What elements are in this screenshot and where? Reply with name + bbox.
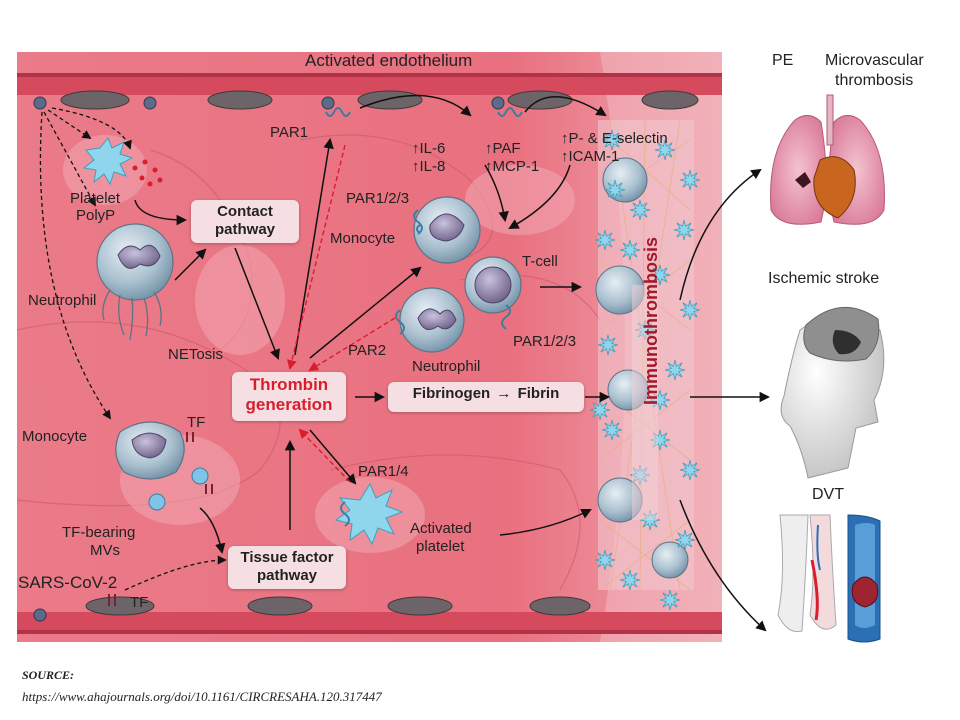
top-wall-edge bbox=[17, 73, 722, 77]
bottom-wall-edge bbox=[17, 630, 722, 634]
label-par1: PAR1 bbox=[270, 124, 309, 141]
neutrophil-mid-art bbox=[395, 287, 465, 353]
source-url[interactable]: https://www.ahajournals.org/doi/10.1161/… bbox=[22, 689, 382, 704]
monocyte-top-art bbox=[413, 196, 481, 264]
label-platelet-polyp-2: PolyP bbox=[76, 207, 116, 224]
endothelial-nuclei bbox=[60, 90, 699, 616]
clot-platelet bbox=[601, 419, 623, 441]
clot-platelet bbox=[664, 359, 686, 381]
clot-platelet bbox=[619, 569, 641, 591]
clot-platelet bbox=[619, 239, 641, 261]
label-par123-top: PAR1/2/3 bbox=[346, 190, 410, 207]
contact-pathway-box: Contact pathway bbox=[191, 200, 299, 243]
label-il6: ↑IL-6 bbox=[412, 140, 446, 157]
label-microvascular-2: thrombosis bbox=[835, 72, 914, 89]
clot-platelet bbox=[679, 299, 701, 321]
clot-platelet bbox=[679, 459, 701, 481]
red-dashed-arrows bbox=[287, 144, 396, 483]
thrombin-generation-box: Thrombin generation bbox=[232, 372, 346, 421]
receptor-squiggles bbox=[325, 107, 523, 234]
tissue-factor-line2: pathway bbox=[256, 567, 317, 584]
tissue-factor-line1: Tissue factor bbox=[240, 549, 334, 566]
clot-platelet bbox=[597, 334, 619, 356]
clot-platelet bbox=[659, 589, 681, 611]
label-platelet-polyp-1: Platelet bbox=[70, 190, 121, 207]
label-neutrophil-mid: Neutrophil bbox=[412, 358, 481, 375]
label-activated-platelet-1: Activated bbox=[410, 520, 472, 537]
label-microvascular-1: Microvascular bbox=[825, 52, 924, 69]
monocyte-left-art bbox=[115, 421, 194, 480]
label-fibrin: Fibrin bbox=[517, 385, 560, 402]
clot-platelet bbox=[679, 169, 701, 191]
label-dvt: DVT bbox=[812, 486, 844, 503]
clot bbox=[589, 119, 701, 611]
tissue-factor-box: Tissue factor pathway bbox=[228, 546, 346, 589]
label-activated-platelet-2: platelet bbox=[416, 538, 465, 555]
fibrinogen-fibrin-box: Fibrinogen → Fibrin bbox=[388, 382, 584, 412]
platelet-polyp-art bbox=[82, 137, 163, 187]
label-monocyte-left: Monocyte bbox=[22, 428, 88, 445]
clot-platelet bbox=[674, 529, 696, 551]
label-tf-mvs-2: MVs bbox=[90, 542, 120, 559]
source-bg bbox=[17, 645, 722, 715]
label-sars: SARS-CoV-2 bbox=[18, 573, 118, 592]
clot-platelet bbox=[589, 399, 611, 421]
clot-platelet bbox=[594, 549, 616, 571]
thrombin-line1: Thrombin bbox=[249, 375, 329, 394]
top-wall bbox=[17, 73, 722, 95]
label-par14: PAR1/4 bbox=[358, 463, 409, 480]
clot-platelet bbox=[673, 219, 695, 241]
label-neutrophil-left: Neutrophil bbox=[28, 292, 97, 309]
label-il8: ↑IL-8 bbox=[412, 158, 446, 175]
label-par2: PAR2 bbox=[348, 342, 387, 359]
black-arrows bbox=[134, 94, 771, 632]
clot-platelet bbox=[604, 179, 626, 201]
label-paf: ↑PAF bbox=[485, 140, 521, 157]
activated-platelet-art bbox=[334, 482, 404, 546]
clot-platelet bbox=[649, 264, 671, 286]
label-tf-mvs-1: TF-bearing bbox=[62, 524, 136, 541]
contact-pathway-line1: Contact bbox=[217, 203, 273, 220]
label-tf-monocyte: TF bbox=[187, 414, 206, 431]
legs-dvt-art bbox=[777, 514, 881, 643]
label-tcell: T-cell bbox=[522, 253, 558, 270]
clot-platelet bbox=[601, 129, 623, 151]
label-pe: PE bbox=[772, 52, 794, 69]
head-art bbox=[780, 306, 885, 479]
label-immunothrombosis: Immunothrombosis bbox=[641, 236, 661, 405]
tcell-art bbox=[464, 256, 522, 330]
label-selectin: ↑P- & E-selectin bbox=[561, 130, 668, 147]
label-monocyte-top: Monocyte bbox=[330, 230, 396, 247]
label-fibrinogen: Fibrinogen bbox=[412, 385, 491, 402]
label-mcp1: ↑MCP-1 bbox=[485, 158, 540, 175]
clot-platelet bbox=[629, 199, 651, 221]
dashed-arrows bbox=[39, 107, 227, 591]
label-par123-bottom: PAR1/2/3 bbox=[513, 333, 577, 350]
wall-cells bbox=[33, 96, 505, 622]
label-icam1: ↑ICAM-1 bbox=[561, 148, 620, 165]
source-label: SOURCE: bbox=[22, 668, 75, 682]
contact-pathway-line2: pathway bbox=[214, 221, 275, 238]
bottom-wall bbox=[17, 612, 722, 634]
neutrophil-left-art bbox=[96, 223, 174, 341]
label-activated-endothelium: Activated endothelium bbox=[305, 51, 473, 70]
clot-platelet bbox=[654, 139, 676, 161]
lungs-heart-art bbox=[770, 94, 885, 225]
label-tf-sars: TF bbox=[130, 594, 149, 611]
clot-platelet bbox=[594, 229, 616, 251]
label-netosis: NETosis bbox=[168, 346, 224, 363]
label-ischemic-stroke: Ischemic stroke bbox=[768, 270, 880, 287]
thrombin-line2: generation bbox=[245, 395, 333, 414]
sars-virion-art bbox=[108, 594, 116, 606]
tf-mvs-art bbox=[148, 467, 213, 511]
